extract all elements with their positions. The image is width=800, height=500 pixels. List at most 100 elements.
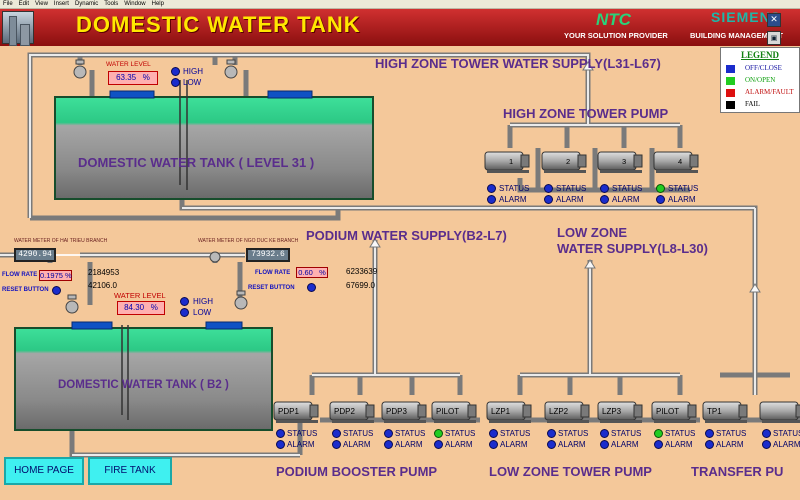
high-zone-pump-title: HIGH ZONE TOWER PUMP [503, 106, 669, 121]
menu-item-file[interactable]: File [3, 1, 13, 7]
hz-pump-2-label: 2 [566, 157, 571, 166]
bottom-pump-tp1-status-label: STATUS [716, 429, 747, 438]
tankB2-high-label: HIGH [193, 297, 213, 306]
left-reset-button[interactable] [52, 286, 61, 295]
right-meter-caption: WATER METER OF NGO DUC KE BRANCH [198, 238, 299, 244]
hz-pump-3-status-indicator [600, 184, 609, 193]
right-total2: 67699.0 [346, 281, 375, 290]
left-total2: 42106.0 [88, 281, 117, 290]
hz-pump-2-alarm-indicator [544, 195, 553, 204]
low-zone-supply-title-2: WATER SUPPLY(L8-L30) [557, 241, 708, 256]
bottom-pump-pdp2-coupling [365, 404, 375, 418]
right-reset-label: RESET BUTTON [248, 285, 295, 291]
legend-swatch-2 [726, 89, 735, 97]
bottom-pump-lzp3-status-label: STATUS [611, 429, 642, 438]
right-reset-button[interactable] [307, 283, 316, 292]
bottom-pump-pilot2-coupling [687, 404, 697, 418]
bottom-pump-tp2-alarm-indicator [762, 440, 771, 449]
hz-pump-2-base [544, 170, 586, 173]
hz-pump-3-status-label: STATUS [612, 184, 643, 193]
bottom-pump-lzp2-label: LZP2 [549, 407, 569, 416]
bottom-pump-pdp2-status-indicator [332, 429, 341, 438]
menu-item-insert[interactable]: Insert [53, 1, 69, 7]
bottom-pump-pilot2-status-indicator [654, 429, 663, 438]
tank31-level-label: WATER LEVEL [106, 61, 151, 68]
hz-pump-4[interactable] [653, 151, 693, 171]
bottom-pump-pdp3-status-indicator [384, 429, 393, 438]
bottom-pump-pdp1-coupling [309, 404, 319, 418]
menu-item-view[interactable]: View [35, 1, 48, 7]
hz-pump-1-label: 1 [509, 157, 514, 166]
menu-item-tools[interactable]: Tools [104, 1, 119, 7]
bottom-pump-tp1-alarm-label: ALARM [716, 440, 744, 449]
building-photo [2, 11, 34, 46]
hz-pump-1-alarm-label: ALARM [499, 195, 527, 204]
hz-pump-3-alarm-indicator [600, 195, 609, 204]
bottom-pump-lzp3-label: LZP3 [602, 407, 622, 416]
tankB2-low-indicator [180, 308, 189, 317]
close-icon[interactable]: ✕ [767, 13, 781, 27]
bottom-pump-pilot1-label: PILOT [436, 407, 460, 416]
hz-pump-4-alarm-indicator [656, 195, 665, 204]
tank31-low-indicator [171, 78, 180, 87]
tankB2-level-value: 84.30 % [117, 301, 165, 315]
bottom-pump-pdp3-status-label: STATUS [395, 429, 426, 438]
hz-pump-4-status-label: STATUS [668, 184, 699, 193]
page-title: DOMESTIC WATER TANK [76, 12, 361, 37]
hz-pump-3[interactable] [597, 151, 637, 171]
home-page-button[interactable]: HOME PAGE [4, 457, 84, 485]
legend-label-3: FAIL [745, 100, 761, 108]
bottom-pump-tp2[interactable] [759, 401, 799, 421]
hz-pump-4-base [656, 170, 698, 173]
ntc-logo: NTC [596, 10, 631, 29]
hz-pump-1-base [487, 170, 529, 173]
bottom-pump-pilot2-label: PILOT [656, 407, 680, 416]
bottom-pump-lzp1-status-indicator [489, 429, 498, 438]
bottom-pump-pilot1-status-indicator [434, 429, 443, 438]
menu-item-edit[interactable]: Edit [18, 1, 30, 7]
left-flow-label: FLOW RATE [2, 272, 38, 278]
right-flow-label: FLOW RATE [255, 270, 291, 276]
hz-pump-1[interactable] [484, 151, 524, 171]
ntc-tagline: YOUR SOLUTION PROVIDER [564, 31, 668, 40]
menu-item-help[interactable]: Help [151, 1, 164, 7]
bottom-pump-lzp2-alarm-label: ALARM [558, 440, 586, 449]
bottom-pump-lzp3-status-indicator [600, 429, 609, 438]
bottom-pump-pilot2-alarm-label: ALARM [665, 440, 693, 449]
tank31-low-label: LOW [183, 78, 202, 87]
fire-tank-button[interactable]: FIRE TANK [88, 457, 172, 485]
bottom-pump-pilot1-status-label: STATUS [445, 429, 476, 438]
bottom-pump-tp2-status-label: STATUS [773, 429, 800, 438]
bottom-pump-pdp3-alarm-indicator [384, 440, 393, 449]
bottom-pump-tp1-label: TP1 [707, 407, 722, 416]
bottom-pump-lzp2-status-indicator [547, 429, 556, 438]
left-meter-caption: WATER METER OF HAI TRIEU BRANCH [14, 238, 108, 244]
hz-pump-3-coupling [633, 154, 643, 168]
hz-pump-4-label: 4 [678, 157, 683, 166]
legend-label-0: OFF/CLOSE [745, 64, 782, 72]
bottom-pump-pilot1-alarm-indicator [434, 440, 443, 449]
bottom-pump-tp2-status-indicator [762, 429, 771, 438]
hz-pump-2[interactable] [541, 151, 581, 171]
bottom-pump-lzp3-coupling [633, 404, 643, 418]
window-icon[interactable]: ▣ [767, 31, 781, 45]
tankB2-low-label: LOW [193, 308, 212, 317]
bottom-pump-pdp3-label: PDP3 [386, 407, 407, 416]
tank31-level-value: 63.35 % [108, 71, 158, 85]
bottom-pump-tp2-coupling [795, 404, 800, 418]
bottom-pump-pdp1-base [276, 420, 318, 423]
hz-pump-3-label: 3 [622, 157, 627, 166]
siemens-tagline: BUILDING MANAGEMENT [690, 31, 783, 40]
right-flow-value: 0.60 % [296, 267, 328, 278]
hz-pump-2-status-indicator [544, 184, 553, 193]
menu-item-window[interactable]: Window [124, 1, 146, 7]
bottom-pump-tp2-base [762, 420, 800, 423]
bottom-pump-pdp1-label: PDP1 [278, 407, 299, 416]
bottom-pump-pdp1-status-label: STATUS [287, 429, 318, 438]
menu-item-dynamic[interactable]: Dynamic [74, 1, 99, 7]
transfer-pump-title: TRANSFER PU [691, 464, 784, 479]
bottom-pump-pdp1-alarm-label: ALARM [287, 440, 315, 449]
bottom-pump-pdp3-base [384, 420, 426, 423]
hz-pump-3-alarm-label: ALARM [612, 195, 640, 204]
